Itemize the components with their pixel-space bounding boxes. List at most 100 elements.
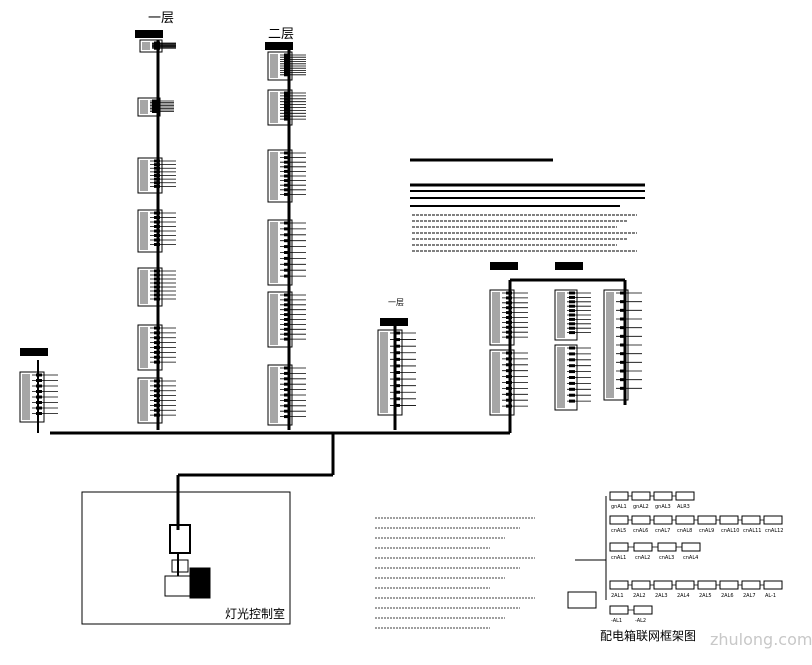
breaker xyxy=(284,160,290,164)
panel-block xyxy=(603,289,642,401)
busbar xyxy=(140,380,148,421)
breaker xyxy=(394,384,400,388)
breaker xyxy=(620,308,626,312)
breaker xyxy=(506,291,512,295)
breaker xyxy=(284,371,290,375)
node-label: 2AL7 xyxy=(743,593,756,599)
breaker xyxy=(394,390,400,394)
breaker xyxy=(154,289,160,293)
node-label: gnAL3 xyxy=(655,504,671,510)
breaker xyxy=(284,318,290,321)
panel-block xyxy=(19,371,58,423)
breaker xyxy=(284,256,290,260)
breaker xyxy=(284,62,290,66)
breaker xyxy=(620,386,626,390)
panel-block xyxy=(137,324,176,371)
breaker xyxy=(394,364,400,368)
node-label: -AL1 xyxy=(611,618,622,624)
breaker xyxy=(154,273,160,277)
busbar xyxy=(557,347,565,408)
breaker xyxy=(154,346,160,349)
breaker xyxy=(569,352,575,356)
breaker xyxy=(36,379,42,382)
breaker xyxy=(506,398,512,402)
panel-block xyxy=(267,219,306,286)
busbar xyxy=(140,100,148,114)
breaker xyxy=(569,346,575,350)
busbar xyxy=(142,42,150,50)
lower-notes-block xyxy=(375,517,535,629)
breaker xyxy=(394,344,400,348)
panel-header xyxy=(555,262,583,270)
panel-block xyxy=(489,349,528,416)
ctrl-box xyxy=(567,591,597,609)
breaker xyxy=(569,370,575,374)
network-node xyxy=(609,605,629,615)
breaker xyxy=(506,386,512,390)
network-node xyxy=(681,542,701,552)
breaker xyxy=(506,330,512,334)
breaker xyxy=(154,277,160,281)
busbar xyxy=(140,212,148,250)
panel-block xyxy=(267,291,306,348)
breaker xyxy=(506,363,512,367)
breaker xyxy=(506,335,512,339)
breaker xyxy=(394,351,400,355)
node-label: 2AL5 xyxy=(699,593,712,599)
breaker xyxy=(154,379,160,383)
control-room-equipment xyxy=(164,524,211,599)
node-label: 2AL2 xyxy=(633,593,646,599)
busbar xyxy=(270,54,278,78)
breaker xyxy=(569,376,575,379)
network-node xyxy=(719,580,739,590)
breaker xyxy=(620,317,626,321)
breaker xyxy=(154,46,160,50)
panel-header xyxy=(265,42,293,50)
breaker xyxy=(284,337,290,341)
breaker xyxy=(154,341,160,345)
floor1-label: 一层 xyxy=(148,11,174,26)
breaker xyxy=(284,188,290,192)
breaker xyxy=(569,387,575,391)
busbar xyxy=(492,292,500,343)
network-node xyxy=(719,515,739,525)
node-label: cnAL4 xyxy=(683,555,698,561)
breaker xyxy=(36,395,42,399)
breaker xyxy=(154,216,160,219)
busbar xyxy=(492,352,500,413)
breaker xyxy=(154,170,160,174)
breaker xyxy=(506,369,512,373)
breaker xyxy=(284,274,290,278)
busbar xyxy=(270,222,278,283)
breaker xyxy=(154,408,160,412)
breaker xyxy=(154,326,160,330)
breaker xyxy=(620,369,626,373)
breaker xyxy=(569,331,575,335)
breaker xyxy=(154,293,160,297)
breaker xyxy=(394,377,400,381)
busbar xyxy=(270,294,278,345)
breaker xyxy=(394,371,400,374)
breaker xyxy=(154,336,160,340)
network-node xyxy=(609,580,629,590)
network-title: 配电箱联网框架图 xyxy=(600,628,696,643)
breaker xyxy=(284,66,290,70)
node-label: gnAL2 xyxy=(633,504,649,510)
breaker xyxy=(154,166,160,170)
breaker xyxy=(36,384,42,388)
breaker xyxy=(569,309,575,313)
breaker xyxy=(284,313,290,317)
network-node xyxy=(763,515,783,525)
panel-block xyxy=(137,209,176,253)
breaker xyxy=(154,403,160,407)
breaker xyxy=(154,285,160,289)
breaker xyxy=(506,404,512,408)
breaker xyxy=(284,68,290,72)
breaker xyxy=(154,174,160,177)
breaker xyxy=(284,97,290,101)
notes-block xyxy=(410,158,645,252)
breaker xyxy=(284,103,290,107)
breaker xyxy=(154,355,160,359)
breaker xyxy=(284,245,290,249)
